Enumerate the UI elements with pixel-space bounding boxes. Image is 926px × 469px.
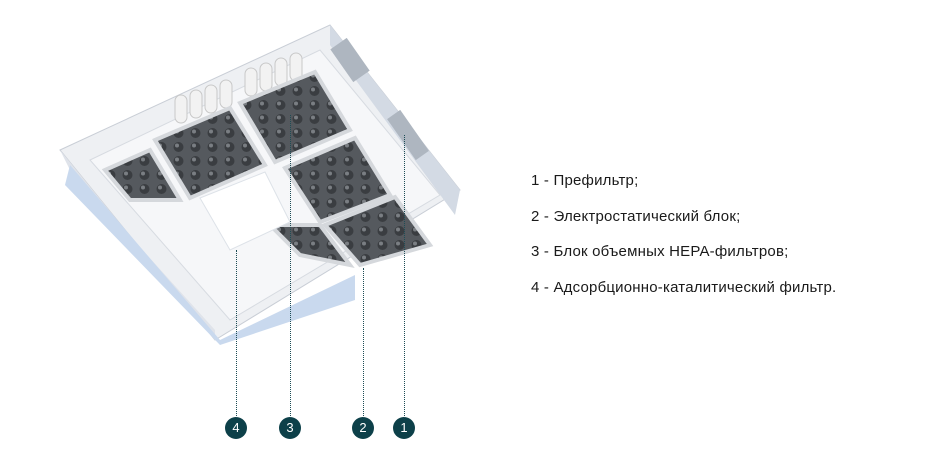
marker-2: 2 xyxy=(352,417,374,439)
marker-1: 1 xyxy=(393,417,415,439)
marker-3: 3 xyxy=(279,417,301,439)
legend-item-adsorption: 4 - Адсорбционно-каталитический фильтр. xyxy=(531,278,837,296)
leader-line-3 xyxy=(290,115,291,416)
leader-line-1 xyxy=(404,135,405,416)
leader-line-4 xyxy=(236,250,237,416)
legend: 1 - Префильтр; 2 - Электростатический бл… xyxy=(531,170,836,312)
marker-4: 4 xyxy=(225,417,247,439)
leader-line-2 xyxy=(363,268,364,416)
legend-item-hepa: 3 - Блок объемных HEPA-фильтров; xyxy=(531,243,789,260)
legend-item-prefilter: 1 - Префильтр; xyxy=(531,172,639,189)
legend-item-electrostatic: 2 - Электростатический блок; xyxy=(531,207,741,225)
